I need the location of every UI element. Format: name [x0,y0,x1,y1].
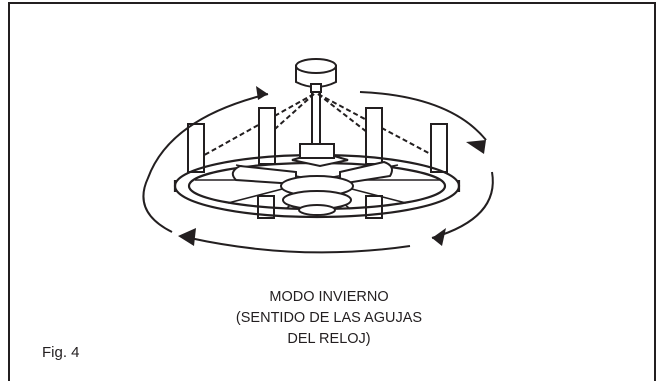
figure-caption: MODO INVIERNO (SENTIDO DE LAS AGUJAS DEL… [189,287,469,350]
caption-line-1: MODO INVIERNO [269,289,389,305]
figure-label: Fig. 4 [42,344,80,361]
rotation-arc [142,91,494,254]
candle-posts [187,107,448,219]
caption-line-2: (SENTIDO DE LAS AGUJAS [235,310,423,326]
motor-housing [280,143,354,216]
clockwise-arrow-icon [178,86,486,246]
downrod [311,91,321,145]
figure-frame [8,2,656,381]
ceiling-canopy [295,58,337,93]
caption-line-3: DEL RELOJ) [287,331,371,347]
